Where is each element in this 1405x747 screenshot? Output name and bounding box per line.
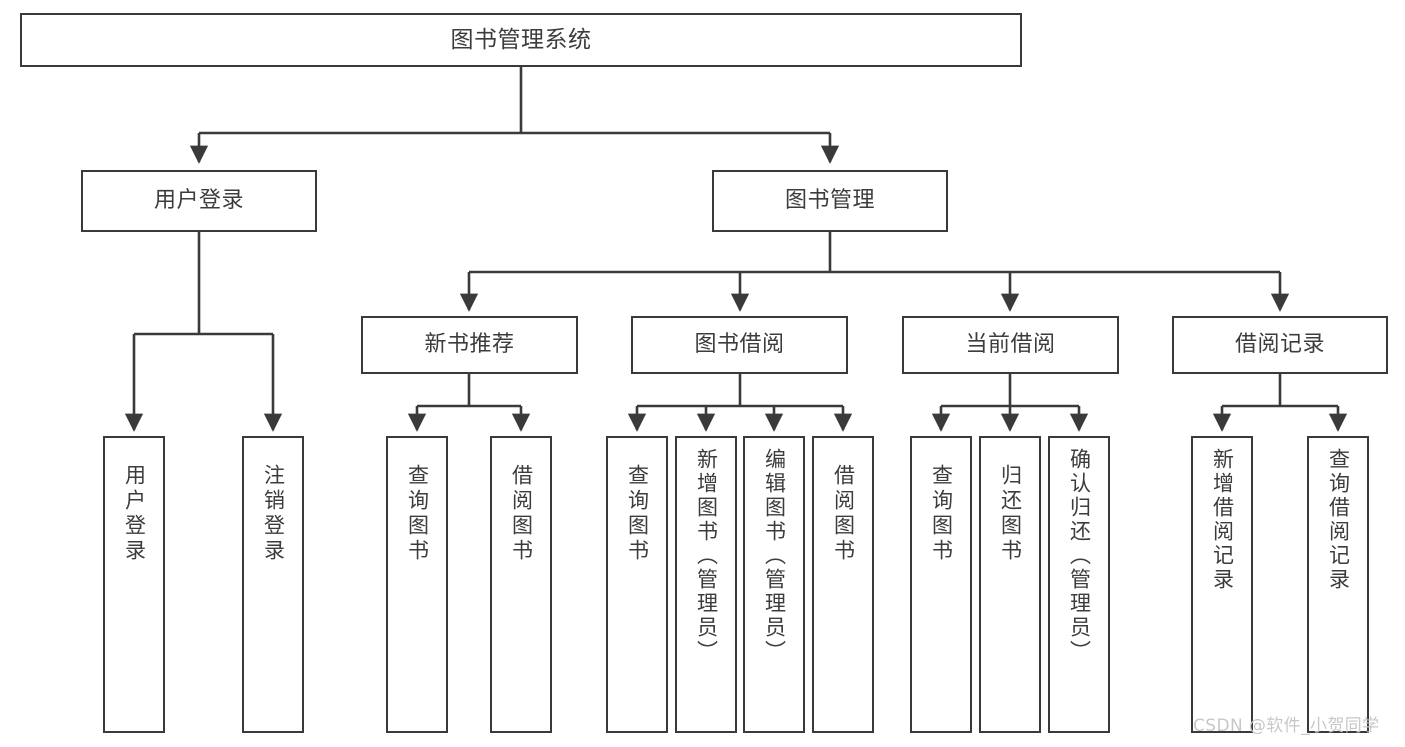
leaf-return-book[interactable]: 归还图书: [979, 436, 1041, 733]
leaf-query-borrow-record[interactable]: 查询借阅记录: [1307, 436, 1369, 733]
node-label: 新增图书（管理员）: [694, 448, 719, 664]
node-book-borrow[interactable]: 图书借阅: [631, 316, 848, 374]
leaf-user-login[interactable]: 用户登录: [103, 436, 165, 733]
node-label: 确认归还（管理员）: [1067, 448, 1092, 664]
node-label: 图书管理系统: [450, 26, 592, 53]
node-label: 借阅图书: [509, 464, 534, 564]
leaf-query-book-borrow[interactable]: 查询图书: [606, 436, 668, 733]
node-label: 当前借阅: [965, 332, 1056, 357]
leaf-add-borrow-record[interactable]: 新增借阅记录: [1191, 436, 1253, 733]
watermark-text: CSDN @软件_小贺同学: [1193, 716, 1380, 736]
node-root-system[interactable]: 图书管理系统: [20, 13, 1022, 67]
leaf-borrow-book[interactable]: 借阅图书: [812, 436, 874, 733]
leaf-confirm-return-admin[interactable]: 确认归还（管理员）: [1048, 436, 1110, 733]
node-label: 新增借阅记录: [1210, 448, 1235, 592]
node-label: 图书管理: [784, 188, 875, 213]
node-label: 借阅记录: [1234, 332, 1325, 357]
node-label: 图书借阅: [694, 332, 785, 357]
node-user-login[interactable]: 用户登录: [81, 170, 317, 232]
node-new-book-recommend[interactable]: 新书推荐: [361, 316, 578, 374]
node-label: 查询图书: [405, 464, 430, 564]
leaf-logout[interactable]: 注销登录: [242, 436, 304, 733]
node-label: 查询图书: [625, 464, 650, 564]
node-borrow-record[interactable]: 借阅记录: [1172, 316, 1388, 374]
leaf-borrow-book-new[interactable]: 借阅图书: [490, 436, 552, 733]
node-book-management[interactable]: 图书管理: [712, 170, 948, 232]
node-label: 用户登录: [122, 464, 147, 564]
node-label: 归还图书: [998, 464, 1023, 564]
node-current-borrow[interactable]: 当前借阅: [902, 316, 1119, 374]
leaf-query-book-new[interactable]: 查询图书: [386, 436, 448, 733]
leaf-query-book-current[interactable]: 查询图书: [910, 436, 972, 733]
node-label: 查询借阅记录: [1326, 448, 1351, 592]
leaf-edit-book-admin[interactable]: 编辑图书（管理员）: [743, 436, 805, 733]
node-label: 用户登录: [153, 188, 244, 213]
node-label: 查询图书: [929, 464, 954, 564]
leaf-add-book-admin[interactable]: 新增图书（管理员）: [675, 436, 737, 733]
node-label: 借阅图书: [831, 464, 856, 564]
node-label: 编辑图书（管理员）: [762, 448, 787, 664]
node-label: 注销登录: [261, 464, 286, 564]
node-label: 新书推荐: [424, 332, 515, 357]
